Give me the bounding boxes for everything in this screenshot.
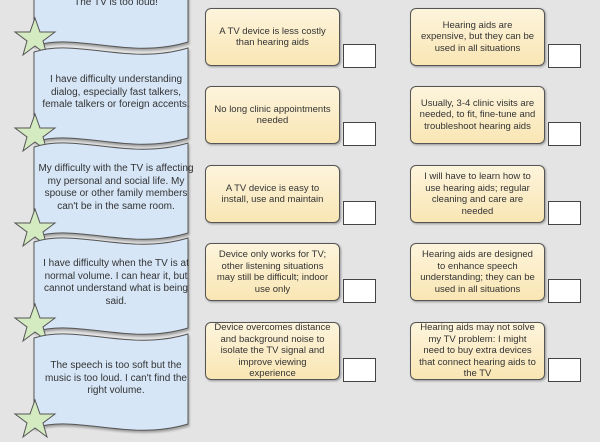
star-icon	[13, 16, 57, 57]
tv-device-card: A TV device is easy to install, use and …	[205, 165, 340, 223]
hearing-aids-card: Hearing aids are expensive, but they can…	[410, 8, 545, 66]
tv-device-checkbox[interactable]	[343, 122, 376, 146]
hearing-aids-checkbox[interactable]	[548, 358, 581, 382]
banner-shape	[13, 0, 189, 57]
hearing-aids-card: I will have to learn how to use hearing …	[410, 165, 545, 223]
problem-banner: I have difficulty when the TV is at norm…	[8, 234, 198, 346]
problem-text: I have difficulty when the TV is at norm…	[43, 258, 189, 307]
hearing-aids-checkbox[interactable]	[548, 201, 581, 225]
problem-text: My difficulty with the TV is affecting m…	[38, 163, 194, 212]
tv-device-card: Device only works for TV; other listenin…	[205, 243, 340, 301]
hearing-aids-checkbox[interactable]	[548, 122, 581, 146]
problem-banner: I have difficulty understanding dialog, …	[8, 44, 198, 156]
hearing-aids-card: Usually, 3-4 clinic visits are needed, t…	[410, 86, 545, 144]
hearing-aids-card: Hearing aids are designed to enhance spe…	[410, 243, 545, 301]
tv-device-card: A TV device is less costly than hearing …	[205, 8, 340, 66]
hearing-aids-checkbox[interactable]	[548, 279, 581, 303]
problem-banner: My difficulty with the TV is affecting m…	[8, 139, 198, 251]
hearing-aids-checkbox[interactable]	[548, 44, 581, 68]
problem-text: arguments with family members. The TV is…	[74, 0, 158, 8]
tv-device-checkbox[interactable]	[343, 358, 376, 382]
hearing-aids-card: Hearing aids may not solve my TV problem…	[410, 322, 545, 380]
tv-device-checkbox[interactable]	[343, 44, 376, 68]
banner-shape	[13, 47, 189, 153]
tv-device-card: Device overcomes distance and background…	[205, 322, 340, 380]
tv-device-checkbox[interactable]	[343, 201, 376, 225]
banner-shape	[13, 237, 189, 343]
problem-text: The speech is too soft but the music is …	[45, 360, 187, 397]
star-icon	[13, 207, 57, 248]
tv-device-card: No long clinic appointments needed	[205, 86, 340, 144]
star-icon	[13, 112, 57, 153]
tv-device-checkbox[interactable]	[343, 279, 376, 303]
problem-banner: arguments with family members. The TV is…	[8, 0, 198, 60]
problem-text: I have difficulty understanding dialog, …	[42, 74, 190, 111]
problem-banner: The speech is too soft but the music is …	[8, 330, 198, 442]
star-icon	[13, 302, 57, 343]
banner-shape	[13, 142, 189, 248]
